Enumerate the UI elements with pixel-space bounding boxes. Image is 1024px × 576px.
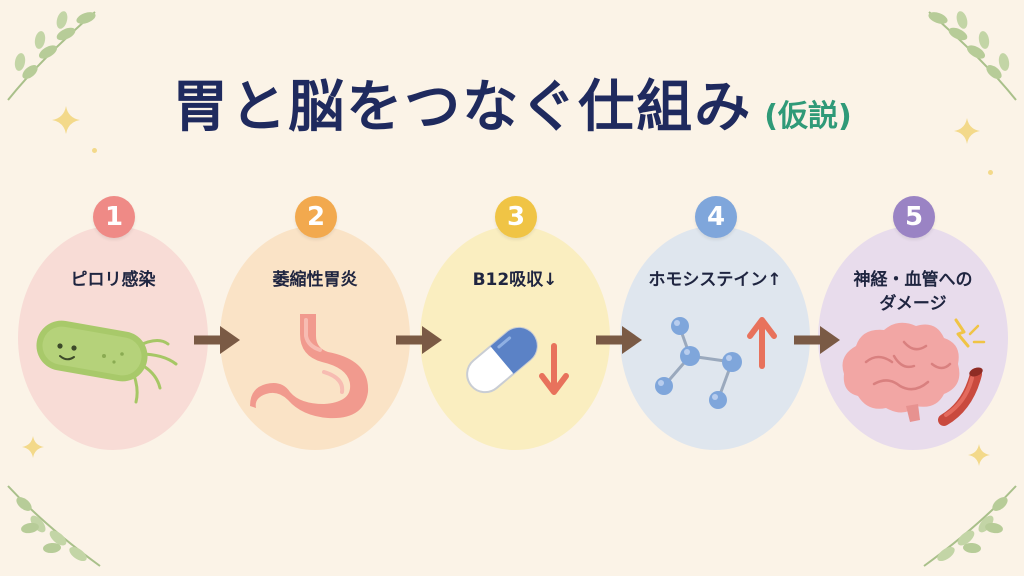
step-2: 2 萎縮性胃炎 [220, 196, 410, 456]
blood-vessel-icon [938, 367, 983, 426]
step-label: 神経・血管への ダメージ [853, 270, 973, 314]
step-number-badge: 2 [295, 196, 337, 238]
leaf-branch-icon-top-right [928, 11, 1017, 101]
arrow-up-icon [747, 317, 777, 369]
step-background [620, 226, 810, 450]
step-number-badge: 4 [695, 196, 737, 238]
flow-arrow-icon [596, 326, 642, 354]
brain-icon [842, 322, 960, 422]
bacteria-icon [36, 320, 178, 404]
page-title: 胃と脳をつなぐ仕組み [172, 75, 753, 140]
title-row: 胃と脳をつなぐ仕組み (仮説) [0, 62, 1024, 142]
dot-decoration [988, 170, 993, 175]
sparkle-icon [52, 106, 80, 134]
flow-arrow-icon [396, 326, 442, 354]
step-4: 4 ホモシステイン↑ [620, 196, 810, 456]
step-label: ピロリ感染 [70, 270, 156, 290]
step-label: B12吸収↓ [472, 270, 558, 290]
leaf-branch-icon-bottom-right [923, 485, 1017, 567]
dot-decoration [92, 148, 97, 153]
flow-arrow-icon [794, 326, 840, 354]
step-1: 1 ピロリ感染 [18, 196, 208, 456]
step-5: 5 神経・血管への ダメージ [818, 196, 1008, 456]
arrow-down-icon [539, 343, 569, 395]
step-label: ホモシステイン↑ [648, 270, 782, 290]
step-number-badge: 5 [893, 196, 935, 238]
molecule-icon [655, 317, 742, 409]
stomach-icon [250, 314, 369, 419]
sparkle-icon [968, 444, 990, 466]
leaf-branch-icon-bottom-left [7, 485, 101, 567]
step-number-badge: 1 [93, 196, 135, 238]
spark-icon [954, 318, 986, 348]
sparkle-icon [22, 436, 44, 458]
step-label: 萎縮性胃炎 [272, 270, 358, 290]
capsule-icon [466, 326, 538, 394]
leaf-branch-icon-top-left [7, 11, 96, 101]
flow-arrow-icon [194, 326, 240, 354]
sparkle-icon [954, 118, 980, 144]
step-3: 3 B12吸収↓ [420, 196, 610, 456]
page-subtitle: (仮説) [764, 99, 852, 134]
step-number-badge: 3 [495, 196, 537, 238]
